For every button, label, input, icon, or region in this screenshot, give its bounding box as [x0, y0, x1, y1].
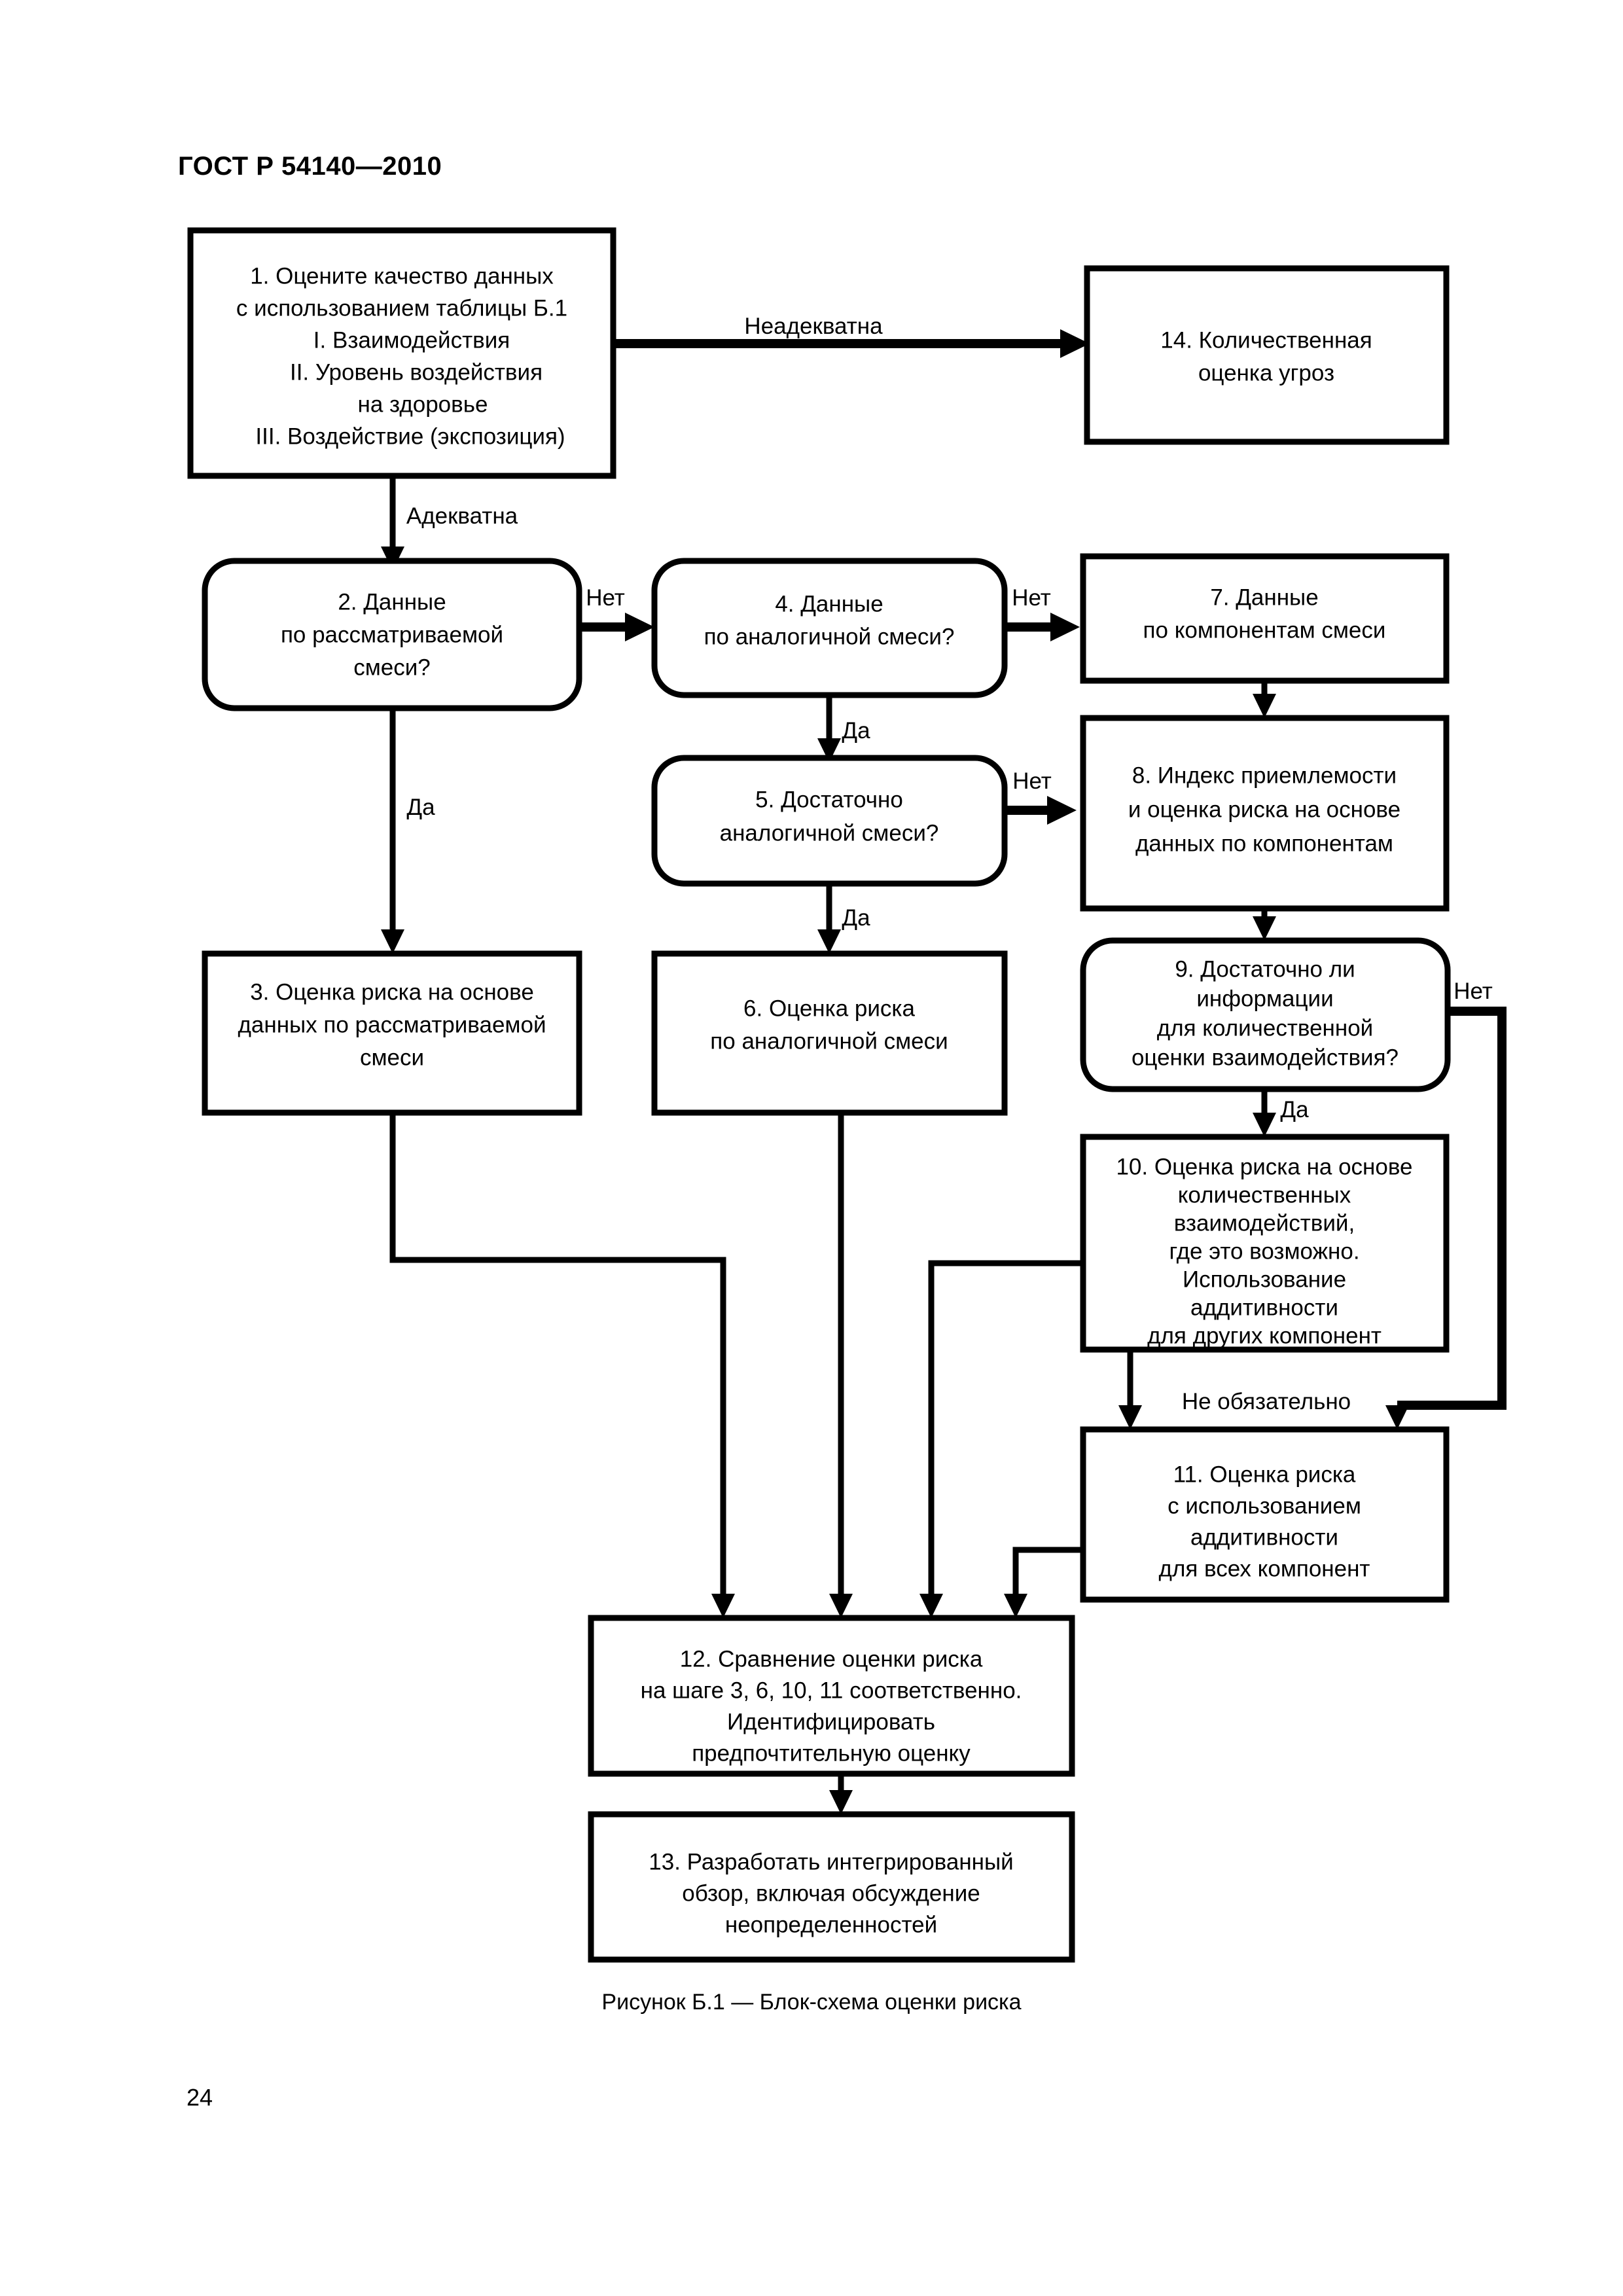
node-11-line-1: 11. Оценка риска [1173, 1462, 1356, 1487]
node-7-line-2: по компонентам смеси [1143, 617, 1386, 643]
flow-node-1[interactable]: 1. Оцените качество данных с использован… [187, 227, 616, 479]
node-11-line-4: для всех компонент [1159, 1556, 1370, 1581]
edge-9-to-11 [1385, 1007, 1507, 1429]
edge-8-to-9 [1253, 908, 1276, 941]
flow-node-11[interactable]: 11. Оценка риска с использованием аддити… [1080, 1426, 1450, 1603]
edge-10-to-12 [919, 1260, 1083, 1618]
node-10-line-2: количественных [1178, 1182, 1351, 1208]
flow-node-4[interactable]: 4. Данные по аналогичной смеси? [651, 558, 1008, 698]
node-14-line-1: 14. Количественная [1160, 327, 1372, 353]
node-6-line-2: по аналогичной смеси [710, 1028, 948, 1054]
edge-label-net-2-4: Нет [586, 585, 625, 611]
node-13-line-1: 13. Разработать интегрированный [649, 1849, 1013, 1874]
node-12-line-2: на шаге 3, 6, 10, 11 соответственно. [641, 1677, 1022, 1703]
node-3-line-2: данных по рассматриваемой [238, 1012, 546, 1037]
node-10-line-6: аддитивности [1190, 1295, 1338, 1320]
edge-label-adekvatna: Адекватна [406, 503, 518, 529]
node-12-line-4: предпочтительную оценку [692, 1740, 971, 1766]
node-10-line-7: для других компонент [1147, 1323, 1382, 1348]
edge-6-to-12 [829, 1113, 853, 1618]
node-1-line-6: III. Воздействие (экспозиция) [255, 423, 565, 449]
node-8-line-1: 8. Индекс приемлемости [1132, 762, 1397, 788]
flow-node-6[interactable]: 6. Оценка риска по аналогичной смеси [651, 950, 1008, 1116]
node-10-line-5: Использование [1183, 1266, 1346, 1292]
edge-4-to-5 [817, 695, 841, 762]
edge-label-net-9-11: Нет [1454, 978, 1493, 1004]
flow-node-3[interactable]: 3. Оценка риска на основе данных по расс… [202, 950, 582, 1116]
node-14-line-2: оценка угроз [1198, 360, 1334, 386]
node-2-line-3: смеси? [353, 655, 431, 680]
edge-9-to-10 [1253, 1088, 1276, 1137]
node-7-line-1: 7. Данные [1210, 584, 1318, 610]
node-3-line-3: смеси [360, 1045, 424, 1070]
edge-2-to-4 [579, 613, 654, 641]
node-12-line-3: Идентифицировать [727, 1709, 935, 1734]
node-9-line-4: оценки взаимодействия? [1132, 1045, 1399, 1070]
node-11-line-2: с использованием [1168, 1493, 1361, 1518]
node-2-line-1: 2. Данные [338, 589, 446, 615]
edge-1-to-2 [381, 476, 404, 571]
figure-caption: Рисунок Б.1 — Блок-схема оценки риска [601, 1990, 1022, 2015]
flow-node-13[interactable]: 13. Разработать интегрированный обзор, в… [588, 1811, 1075, 1963]
node-8-line-2: и оценка риска на основе [1128, 797, 1400, 822]
node-10-line-4: где это возможно. [1169, 1238, 1359, 1264]
edge-5-to-8 [1005, 796, 1077, 825]
node-9-line-1: 9. Достаточно ли [1175, 956, 1355, 982]
edge-label-net-5-8: Нет [1012, 768, 1052, 794]
edge-11-to-12 [1004, 1547, 1083, 1618]
flow-node-14[interactable]: 14. Количественная оценка угроз [1084, 265, 1450, 445]
flow-node-8[interactable]: 8. Индекс приемлемости и оценка риска на… [1080, 715, 1450, 912]
edge-1-to-14 [613, 329, 1090, 358]
node-9-line-2: информации [1196, 986, 1333, 1011]
edge-label-da-5-6: Да [842, 905, 870, 931]
edge-2-to-3 [381, 699, 404, 954]
node-8-line-3: данных по компонентам [1135, 831, 1393, 856]
node-10-line-1: 10. Оценка риска на основе [1116, 1154, 1412, 1179]
node-2-line-2: по рассматриваемой [281, 622, 503, 647]
node-1-line-4: II. Уровень воздействия [290, 359, 543, 385]
node-4-line-2: по аналогичной смеси? [704, 624, 955, 649]
edge-5-to-6 [817, 884, 841, 954]
node-12-line-1: 12. Сравнение оценки риска [680, 1646, 983, 1672]
edge-4-to-7 [1005, 613, 1080, 641]
node-1-line-2: с использованием таблицы Б.1 [236, 295, 567, 321]
node-6-line-1: 6. Оценка риска [743, 996, 915, 1021]
node-13-line-2: обзор, включая обсуждение [682, 1880, 980, 1906]
page-number: 24 [187, 2084, 213, 2111]
edge-label-net-4-7: Нет [1012, 585, 1051, 611]
edge-10-to-11 [1118, 1348, 1142, 1429]
node-5-line-1: 5. Достаточно [755, 787, 903, 812]
edge-label-ne-obyazatelno: Не обязательно [1182, 1389, 1351, 1414]
node-10-line-3: взаимодействий, [1174, 1210, 1355, 1236]
node-4-line-1: 4. Данные [775, 591, 883, 617]
edge-label-da-4-5: Да [842, 718, 870, 744]
flow-node-12[interactable]: 12. Сравнение оценки риска на шаге 3, 6,… [588, 1615, 1075, 1777]
flow-node-5[interactable]: 5. Достаточно аналогичной смеси? [651, 755, 1008, 887]
edge-12-to-13 [829, 1774, 853, 1814]
node-5-line-2: аналогичной смеси? [720, 820, 939, 846]
flow-node-7[interactable]: 7. Данные по компонентам смеси [1080, 553, 1450, 684]
node-1-line-1: 1. Оцените качество данных [250, 263, 554, 289]
node-11-line-3: аддитивности [1190, 1524, 1338, 1550]
flow-node-9[interactable]: 9. Достаточно ли информации для количест… [1080, 937, 1451, 1092]
edge-label-da-9-10: Да [1280, 1097, 1309, 1122]
document-header: ГОСТ Р 54140—2010 [178, 152, 442, 181]
edge-7-to-8 [1253, 681, 1276, 718]
flow-node-2[interactable]: 2. Данные по рассматриваемой смеси? [202, 558, 582, 711]
edge-3-to-12 [389, 1113, 735, 1618]
node-1-line-3: I. Взаимодействия [313, 327, 510, 353]
node-3-line-1: 3. Оценка риска на основе [250, 979, 534, 1005]
edge-label-da-2-3: Да [406, 795, 435, 820]
flow-node-10[interactable]: 10. Оценка риска на основе количественны… [1080, 1134, 1450, 1353]
node-13-line-3: неопределенностей [725, 1912, 937, 1937]
node-9-line-3: для количественной [1157, 1015, 1373, 1041]
edge-label-neadekvatna: Неадекватна [744, 314, 883, 339]
node-1-line-5: на здоровье [358, 391, 488, 417]
